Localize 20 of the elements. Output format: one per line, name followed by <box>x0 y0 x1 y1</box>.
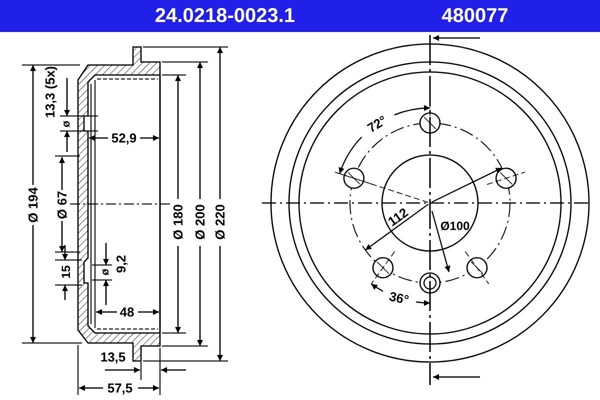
dimension-value: ø <box>100 268 112 276</box>
dimension-value: Ø 220 <box>214 204 226 240</box>
dimension-value: 13,5 <box>100 350 126 364</box>
dimension-value: Ø 200 <box>194 204 206 240</box>
dimension-value: 9,2 <box>114 254 128 274</box>
angle-dimension: 72° <box>365 113 389 135</box>
dimension-value: 112 <box>386 206 410 228</box>
dimension-value: Ø 194 <box>26 187 40 223</box>
dimension-value: Ø 180 <box>172 204 184 240</box>
dimension-value: ø <box>62 120 72 128</box>
dimension-value: 15 <box>60 265 72 279</box>
dimension-value: Ø 67 <box>56 190 68 220</box>
part-number: 24.0218-0023.1 <box>154 6 296 26</box>
part-number: 480077 <box>442 6 508 26</box>
angle-dimension: 36° <box>388 290 410 306</box>
dimension-value: 13,3 (5x) <box>44 66 56 118</box>
dimension-value: 52,9 <box>111 132 137 144</box>
dimension-value: 48 <box>120 306 134 318</box>
dimension-value: Ø100 <box>440 220 470 232</box>
dimension-value: 57,5 <box>107 382 133 394</box>
